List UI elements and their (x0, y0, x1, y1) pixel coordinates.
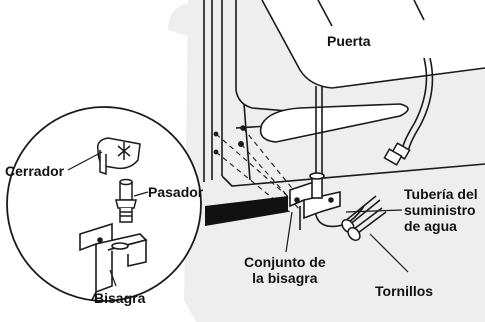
label-hinge-assembly: Conjunto de la bisagra (244, 254, 326, 286)
cabinet-frame (203, 0, 301, 182)
hinge-assembly-drawing (289, 172, 341, 230)
label-hinge-assembly-1: Conjunto de (244, 254, 326, 270)
label-water-line-3: de agua (404, 218, 457, 234)
background-panel (184, 0, 485, 322)
label-screws: Tornillos (375, 283, 434, 299)
hinge-detail (79, 222, 148, 301)
label-lock: Cerrador (5, 163, 65, 179)
background-panel-corner (168, 2, 200, 40)
door-panel (261, 0, 485, 89)
label-water-line-1: Tubería del (404, 186, 478, 202)
pin-detail (115, 178, 137, 223)
label-hinge-assembly-2: la bisagra (252, 270, 318, 286)
leader-lines (67, 151, 409, 287)
label-door: Puerta (327, 33, 371, 49)
label-water-line: Tubería del suministro de agua (404, 186, 478, 234)
label-pin: Pasador (148, 184, 204, 200)
cabinet-slot (259, 103, 409, 143)
label-water-line-2: suministro (404, 202, 476, 218)
label-hinge: Bisagra (94, 290, 146, 306)
screws-drawing (341, 195, 387, 242)
zoom-callout-arrow (205, 196, 288, 226)
tube-fitting (383, 142, 411, 166)
zoom-circle (6, 106, 202, 302)
lock-detail (96, 137, 141, 176)
